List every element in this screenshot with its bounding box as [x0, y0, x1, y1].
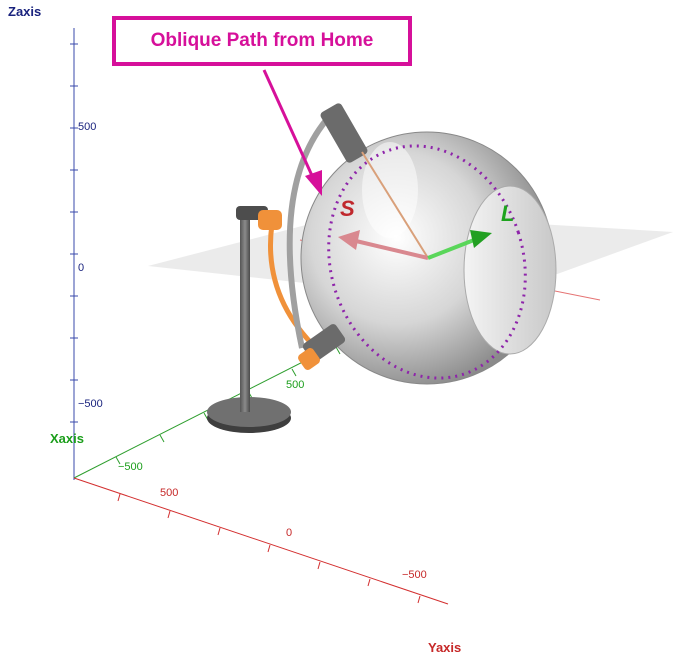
z-tick-neg500: −500 — [78, 398, 103, 410]
gimbal-ring — [286, 116, 331, 349]
z-tick-0: 0 — [78, 262, 85, 274]
y-axis-ticks — [117, 493, 421, 604]
callout-box: Oblique Path from Home — [112, 16, 412, 66]
s-vector-label: S — [340, 196, 355, 221]
radius-line — [361, 151, 429, 259]
z-axis-title: Zaxis — [8, 4, 42, 19]
s-vector-head — [338, 230, 360, 250]
l-vector-shaft — [427, 238, 475, 260]
top-knob — [320, 103, 368, 163]
callout-pointer-head — [305, 170, 322, 196]
callout-pointer — [262, 69, 316, 181]
l-vector-label: L — [501, 201, 515, 226]
callout-text: Oblique Path from Home — [150, 30, 374, 51]
x-tick-500: 500 — [286, 379, 305, 391]
x-axis-title: Xaxis — [50, 431, 84, 446]
orange-arm — [267, 223, 320, 352]
y-tick-0: 0 — [286, 527, 293, 539]
y-axis-line — [73, 477, 449, 605]
sphere-cutout — [463, 185, 557, 355]
l-vector-head — [470, 230, 492, 248]
y-axis-title: Yaxis — [428, 640, 462, 655]
z-axis-ticks — [70, 43, 78, 423]
x-tick-neg500: −500 — [118, 461, 143, 473]
y-tick-500: 500 — [160, 487, 179, 499]
y-tick-neg500: −500 — [402, 569, 427, 581]
stand-pole — [240, 212, 250, 412]
s-vector-shaft — [355, 239, 429, 260]
oblique-orbit-ring — [327, 144, 527, 380]
sphere-inner-highlight — [362, 142, 418, 238]
top-joint — [258, 210, 282, 230]
bottom-knob — [298, 324, 346, 370]
z-tick-500: 500 — [78, 121, 97, 133]
